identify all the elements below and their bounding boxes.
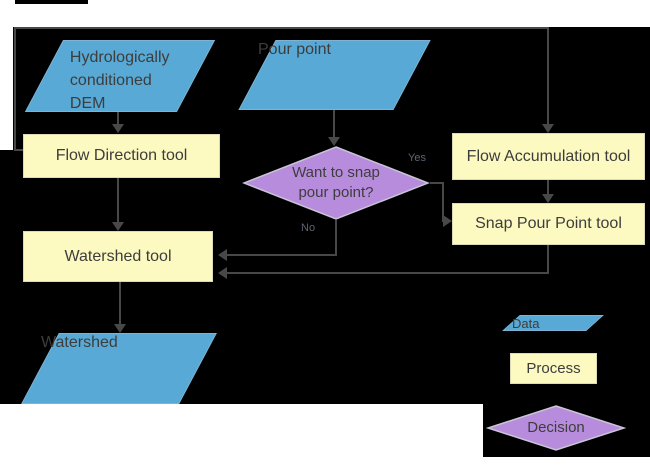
node-hydrologically-conditioned-dem: Hydrologically conditioned DEM xyxy=(24,40,216,112)
node-pour-point: Pour point xyxy=(238,40,431,110)
legend-data-label: Data xyxy=(512,316,540,331)
legend-decision-label: Decision xyxy=(527,419,585,436)
node-label: Watershed tool xyxy=(64,247,172,265)
node-watershed: Watershed xyxy=(21,333,217,404)
canvas-background-left-extension xyxy=(0,150,13,404)
node-watershed-tool: Watershed tool xyxy=(23,231,213,282)
legend-process-shape: Process xyxy=(510,353,597,384)
edge-label-yes: Yes xyxy=(408,152,426,164)
node-label: Flow Direction tool xyxy=(55,147,188,164)
node-snap-pour-point-tool: Snap Pour Point tool xyxy=(452,203,645,245)
node-flow-direction-tool: Flow Direction tool xyxy=(23,134,220,178)
legend-data-shape: Data xyxy=(502,315,604,331)
edge-label-no: No xyxy=(301,222,316,234)
node-label: Snap Pour Point tool xyxy=(475,215,622,232)
legend-decision-shape xyxy=(486,405,626,451)
node-label: Pour point xyxy=(258,41,331,58)
top-left-artifact-strip xyxy=(15,0,88,4)
node-decision-diamond-shape xyxy=(242,146,430,220)
legend-process-label: Process xyxy=(526,360,581,377)
node-label: Hydrologically conditioned DEM xyxy=(69,49,170,112)
node-label: Watershed xyxy=(41,334,118,351)
node-label: Flow Accumulation tool xyxy=(466,147,631,165)
node-decision-label: Want to snap pour point? xyxy=(292,164,380,201)
node-flow-accumulation-tool: Flow Accumulation tool xyxy=(452,133,645,180)
